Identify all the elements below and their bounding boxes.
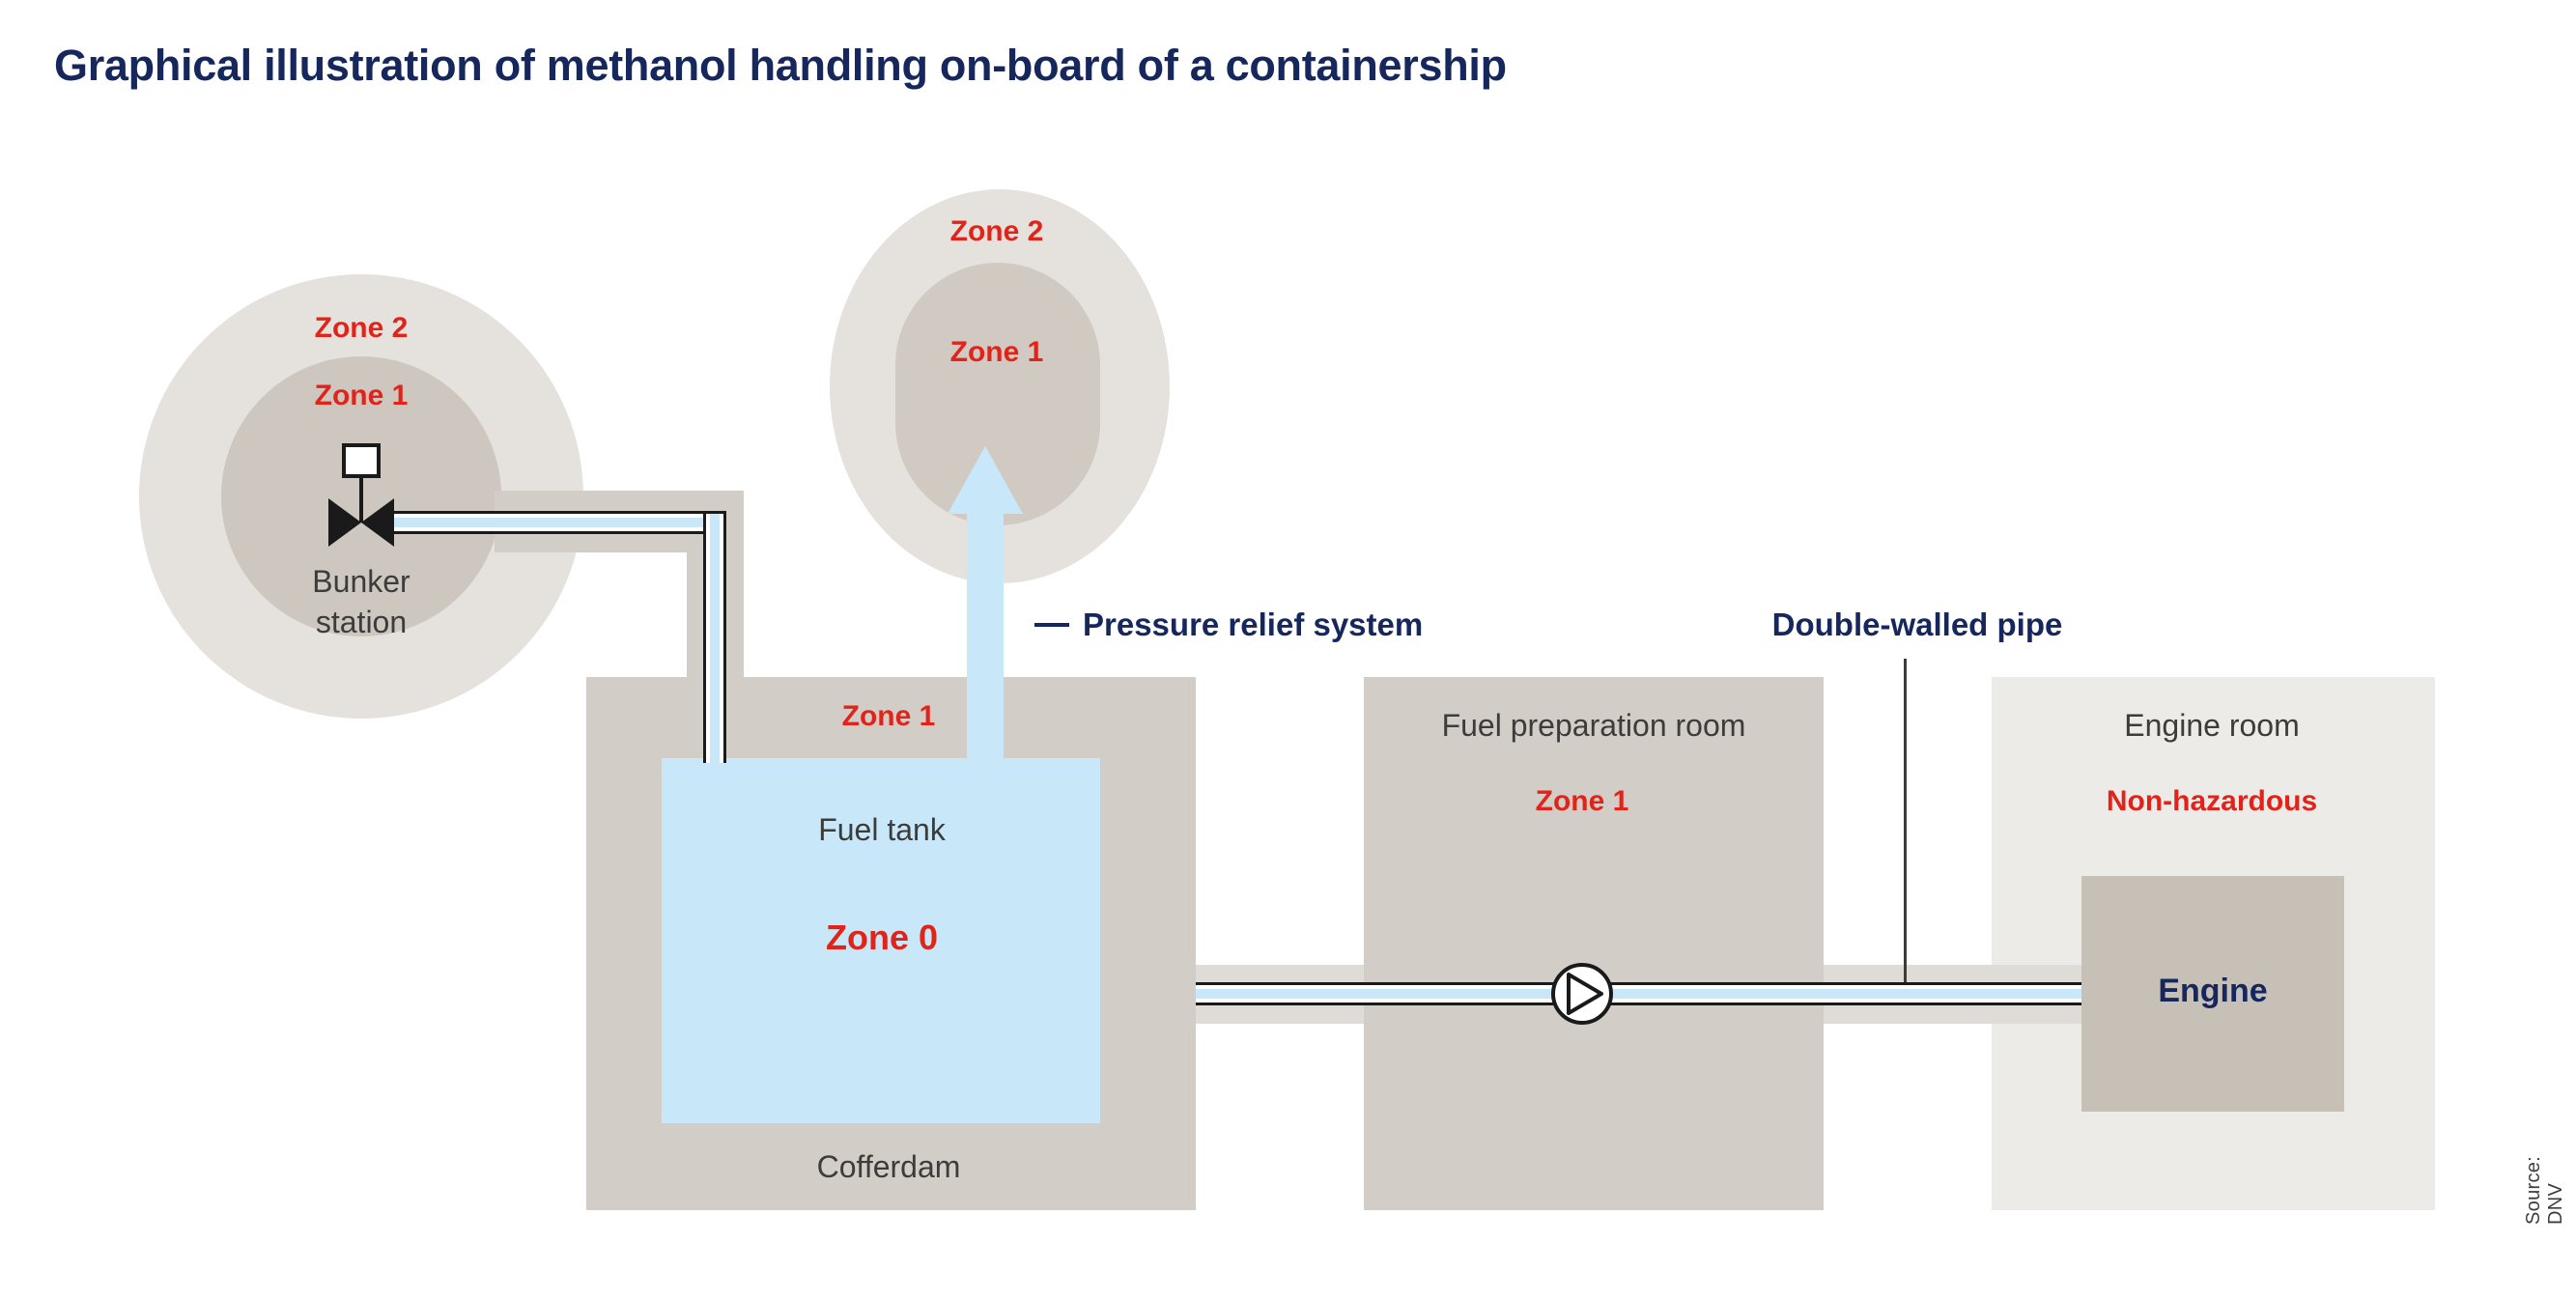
fuel-tank-zone0-label: Zone 0 [825,918,939,957]
bunker-zone1-label: Zone 1 [314,380,409,411]
engine-label: Engine [2158,973,2268,1009]
engine-box [2081,876,2344,1112]
engine-room-label: Engine room [2124,708,2300,743]
page-title: Graphical illustration of methanol handl… [54,41,1507,90]
bunker-valve-icon [328,443,394,547]
fuel-tank-label: Fuel tank [818,812,946,847]
pressure-relief-arrow-shaft [967,510,1004,773]
bunker-zone2-label: Zone 2 [314,312,409,344]
pressure-relief-arrowhead-icon [948,446,1023,514]
pressure-relief-label: Pressure relief system [1083,607,1424,642]
vent-zone2-label: Zone 2 [949,215,1044,247]
bunker-pipe-horizontal [391,511,726,534]
fuel-prep-room-area [1364,677,1824,1210]
fuel-prep-room-label: Fuel preparation room [1441,708,1746,743]
double-walled-pipe-label: Double-walled pipe [1771,607,2063,642]
pump-icon [1551,963,1613,1025]
fuel-tank [662,758,1100,1123]
cofferdam-label: Cofferdam [816,1149,961,1184]
bunker-station-label: Bunker station [312,564,410,639]
pressure-relief-dash [1034,623,1069,627]
cofferdam-zone1-label: Zone 1 [841,700,936,732]
fuel-prep-zone1-label: Zone 1 [1535,785,1629,817]
double-walled-pipe-pointer-line [1904,659,1907,982]
source-label: Source: DNV [2523,1155,2566,1225]
pressure-relief-annotation: Pressure relief system [1034,607,1423,643]
engine-room-hazard-label: Non-hazardous [2106,785,2318,817]
fuel-supply-pipe [1196,982,2081,1005]
vent-zone1-label: Zone 1 [949,336,1044,368]
bunker-pipe-vertical [703,514,726,763]
